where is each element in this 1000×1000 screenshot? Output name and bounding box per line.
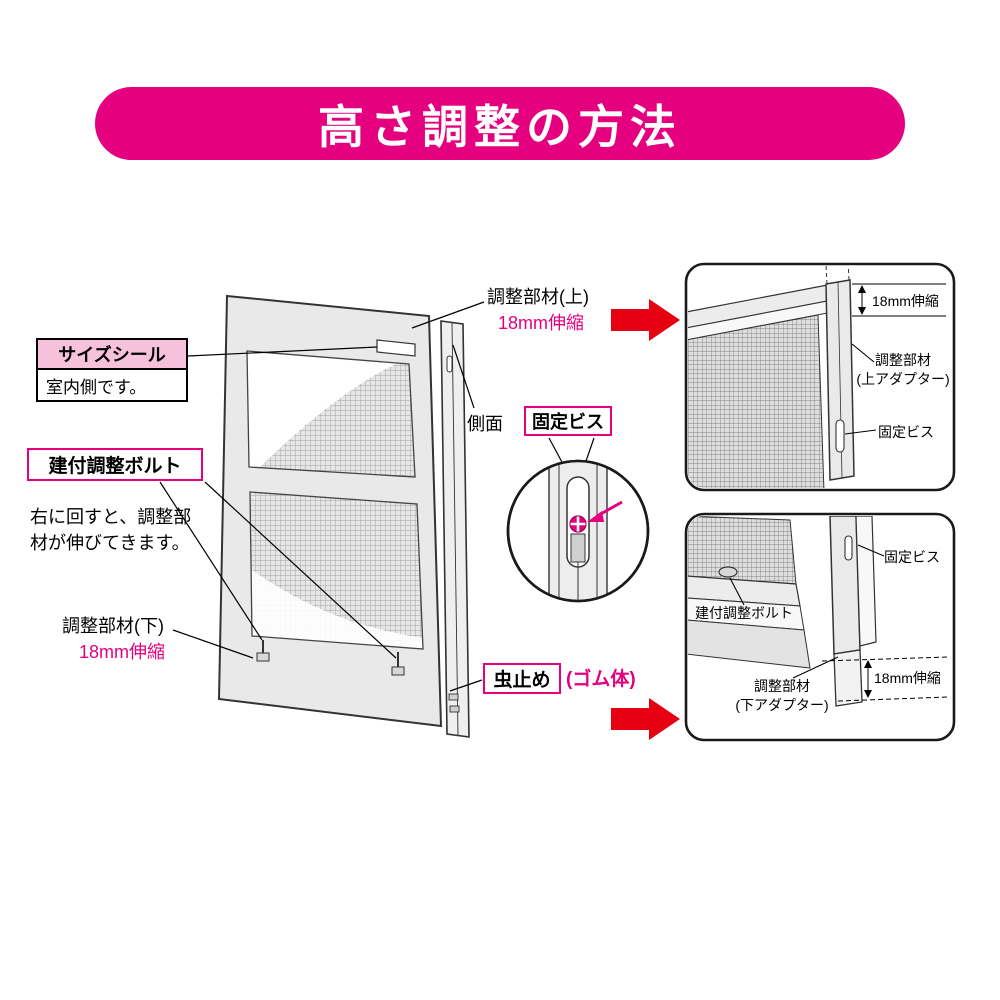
magenta-pointer-arrow — [587, 500, 623, 522]
bolt-note: 右に回すと、調整部 材が伸びてきます。 — [30, 504, 191, 556]
red-arrow-top — [611, 299, 680, 341]
stretch-bottom-label: 18mm伸縮 — [79, 642, 166, 662]
stretch-top-label: 18mm伸縮 — [498, 313, 585, 333]
size-seal-label: サイズシール — [38, 340, 186, 370]
screw-detail-circle — [506, 459, 650, 603]
adjust-bolt-callout: 建付調整ボルト — [27, 448, 203, 481]
screen-frame — [217, 294, 443, 728]
bolt-note-line2: 材が伸びてきます。 — [30, 533, 190, 554]
detail-box-top — [684, 262, 956, 492]
leader-lines — [159, 301, 595, 692]
member-top-label: 調整部材(上) — [487, 287, 589, 307]
red-arrow-bottom — [611, 698, 680, 740]
side-rail — [440, 320, 470, 738]
size-seal-callout: サイズシール 室内側です。 — [36, 338, 188, 402]
bolt-note-line1: 右に回すと、調整部 — [30, 507, 192, 527]
bolt-head — [718, 566, 738, 578]
indoor-side-label: 室内側です。 — [46, 377, 147, 397]
detail-top-member-label: 調整部材 (上アダプター) — [850, 351, 956, 389]
mesh-highlight — [247, 351, 398, 467]
mesh-upper — [246, 350, 416, 478]
page-title: 高さ調整の方法 — [318, 100, 682, 153]
rubber-body-label: (ゴム体) — [566, 669, 636, 690]
page-title-banner: 高さ調整の方法 — [95, 87, 905, 160]
detail-bottom-member-label: 調整部材 (下アダプター) — [726, 677, 838, 715]
adjuster-bolt-right — [391, 652, 405, 676]
detail-bottom-screw-label: 固定ビス — [884, 549, 940, 565]
bottom-adapter — [829, 516, 861, 655]
detail-bottom-bolt-label: 建付調整ボルト — [695, 605, 793, 621]
detail-top-screw-label: 固定ビス — [878, 424, 934, 440]
side-face-label: 側面 — [467, 414, 503, 434]
fixing-screw-callout: 固定ビス — [524, 406, 612, 436]
insect-stop-callout: 虫止め — [483, 663, 561, 694]
adjuster-bolt-left — [256, 640, 270, 662]
size-seal-sticker — [376, 339, 416, 357]
detail-top-member-line2: (上アダプター) — [856, 370, 950, 387]
detail-bottom-member-line2: (下アダプター) — [735, 696, 829, 713]
mesh-lower — [249, 491, 424, 650]
detail-bottom-stretch-label: 18mm伸縮 — [874, 670, 941, 686]
detail-top-stretch-label: 18mm伸縮 — [872, 293, 939, 309]
member-bottom-label: 調整部材(下) — [62, 616, 164, 636]
fixing-screw-head-icon — [569, 515, 587, 533]
detail-bottom-member-line1: 調整部材 — [754, 678, 810, 694]
detail-box-bottom — [684, 512, 956, 742]
detail-top-member-line1: 調整部材 — [875, 352, 931, 368]
